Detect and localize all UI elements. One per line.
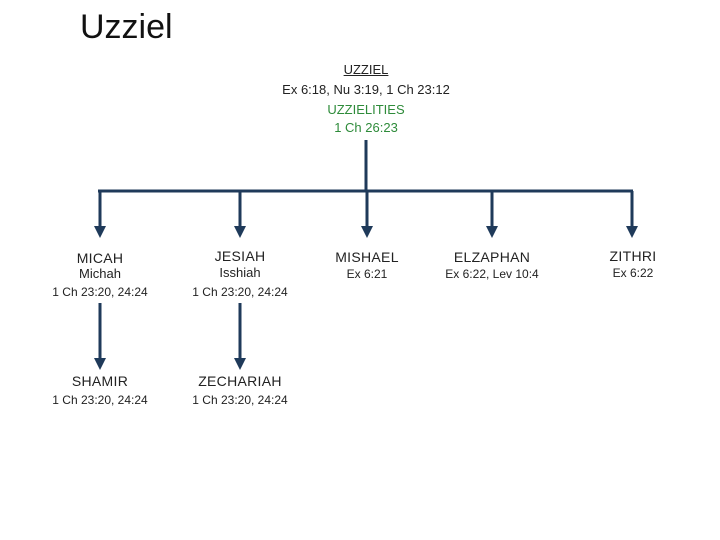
child-alt-micah: Michah	[79, 266, 121, 281]
grandchild-name-zechariah: ZECHARIAH	[198, 373, 282, 389]
child-name-elzaphan: ELZAPHAN	[453, 249, 531, 265]
page-title: Uzziel	[80, 8, 173, 46]
child-refs-zithri: Ex 6:22	[612, 266, 654, 280]
root-name: UZZIEL	[343, 62, 389, 77]
child-alt-jesiah: Isshiah	[219, 265, 261, 280]
child-refs-jesiah: 1 Ch 23:20, 24:24	[192, 285, 288, 299]
arrow-shamir	[94, 358, 106, 370]
grandchild-refs-shamir: 1 Ch 23:20, 24:24	[52, 393, 148, 407]
root-references: Ex 6:18, Nu 3:19, 1 Ch 23:12	[282, 82, 450, 97]
arrow-micah	[94, 226, 106, 238]
child-name-micah: MICAH	[76, 250, 124, 266]
arrow-mishael	[361, 226, 373, 238]
root-clan-reference: 1 Ch 26:23	[334, 120, 398, 135]
child-name-zithri: ZITHRI	[609, 248, 657, 264]
arrow-elzaphan	[486, 226, 498, 238]
child-name-mishael: MISHAEL	[335, 249, 399, 265]
arrow-zithri	[626, 226, 638, 238]
arrow-zechariah	[234, 358, 246, 370]
arrow-jesiah	[234, 226, 246, 238]
grandchild-name-shamir: SHAMIR	[71, 373, 129, 389]
root-clan-name: UZZIELITIES	[327, 102, 405, 117]
child-name-jesiah: JESIAH	[214, 248, 266, 264]
child-refs-elzaphan: Ex 6:22, Lev 10:4	[445, 267, 539, 281]
grandchild-refs-zechariah: 1 Ch 23:20, 24:24	[192, 393, 288, 407]
child-refs-micah: 1 Ch 23:20, 24:24	[52, 285, 148, 299]
child-refs-mishael: Ex 6:21	[346, 267, 388, 281]
